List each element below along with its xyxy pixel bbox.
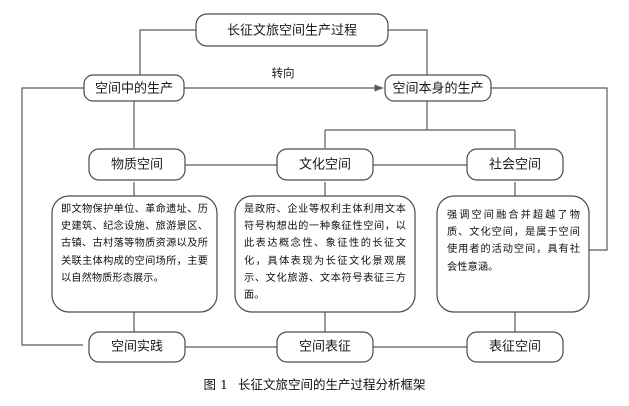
node-dimension-material-label: 物质空间 bbox=[111, 158, 163, 173]
node-root[interactable]: 长征文旅空间生产过程 bbox=[195, 13, 389, 47]
node-outcome-representation-shape bbox=[276, 331, 374, 363]
node-outcome-practice-shape bbox=[88, 331, 186, 363]
description-material: 即文物保护单位、革命遗址、历史建筑、纪念设施、旅游景区、古镇、古村落等物质资源以… bbox=[61, 204, 208, 284]
node-left-branch-shape bbox=[83, 74, 185, 102]
node-outcome-representational[interactable]: 表征空间 bbox=[466, 331, 564, 363]
node-root-label: 长征文旅空间生产过程 bbox=[227, 24, 357, 39]
node-dimension-cultural-label: 文化空间 bbox=[299, 158, 351, 173]
node-outcome-practice[interactable]: 空间实践 bbox=[88, 331, 186, 363]
node-right-branch[interactable]: 空间本身的生产 bbox=[384, 74, 492, 102]
connector-left-branch-to-practice bbox=[21, 87, 84, 346]
node-outcome-representational-label: 表征空间 bbox=[489, 340, 541, 355]
node-dimension-social-shape bbox=[466, 148, 564, 181]
figure-caption-title: 长征文旅空间的生产过程分析框架 bbox=[237, 377, 426, 392]
node-dimension-material[interactable]: 物质空间 bbox=[88, 148, 186, 181]
connector-root-to-left-branch bbox=[139, 29, 196, 76]
node-outcome-representation[interactable]: 空间表征 bbox=[276, 331, 374, 363]
node-right-branch-shape bbox=[384, 74, 492, 102]
node-dimension-material-shape bbox=[88, 148, 186, 181]
connector-root-to-right-branch bbox=[388, 29, 428, 76]
desc-box-cultural-shape bbox=[234, 195, 416, 313]
figure-caption: 图 1 长征文旅空间的生产过程分析框架 bbox=[0, 374, 629, 393]
node-dimension-cultural-shape bbox=[276, 148, 374, 181]
node-outcome-representation-label: 空间表征 bbox=[299, 340, 351, 355]
edge-label-turn: 转向 bbox=[272, 66, 295, 80]
desc-box-material-shape bbox=[51, 195, 218, 313]
figure-caption-number: 图 1 bbox=[203, 377, 228, 392]
node-root-shape bbox=[195, 13, 389, 47]
node-dimension-social[interactable]: 社会空间 bbox=[466, 148, 564, 181]
node-left-branch-label: 空间中的生产 bbox=[95, 81, 173, 97]
description-social: 强调空间融合并超越了物质、文化空间，是属于空间使用者的活动空间，具有社会性意涵。 bbox=[447, 210, 580, 273]
desc-box-social-shape bbox=[436, 195, 590, 313]
node-outcome-practice-label: 空间实践 bbox=[111, 340, 163, 355]
description-cultural: 是政府、企业等权利主体利用文本符号构想出的一种象征性空间，以此表达概念性、象征性… bbox=[244, 204, 406, 302]
node-outcome-representational-shape bbox=[466, 331, 564, 363]
node-left-branch[interactable]: 空间中的生产 bbox=[83, 74, 185, 102]
node-dimension-cultural[interactable]: 文化空间 bbox=[276, 148, 374, 181]
node-right-branch-label: 空间本身的生产 bbox=[392, 81, 483, 97]
node-dimension-social-label: 社会空间 bbox=[489, 157, 541, 173]
